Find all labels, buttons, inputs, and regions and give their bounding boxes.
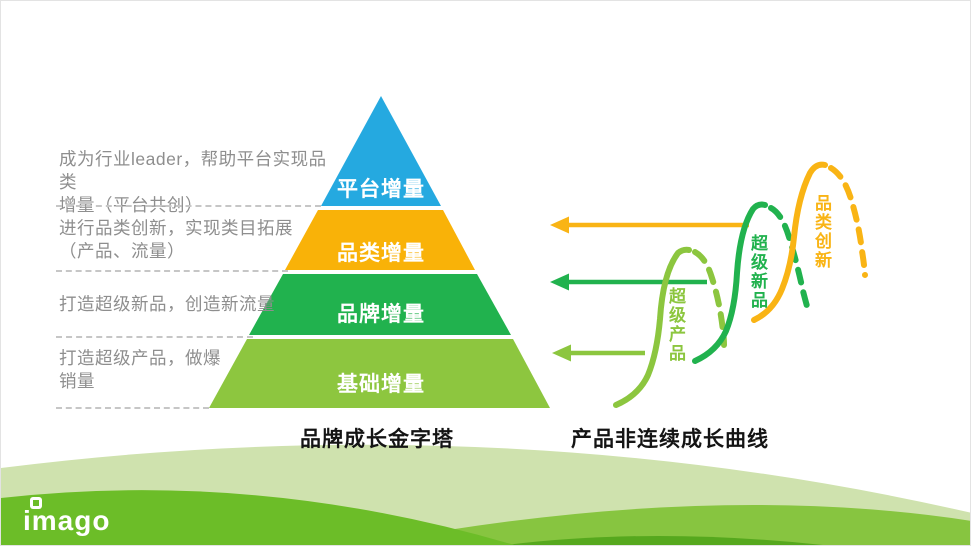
pyramid-label-category: 品类增量: [337, 241, 425, 265]
curve-label-super-product: 超级产品: [666, 287, 685, 363]
pyramid-caption: 品牌成长金字塔: [300, 428, 454, 451]
curve-label-super-new: 超级新品: [748, 234, 767, 310]
curve-label-category-innovation: 品类创新: [812, 194, 831, 270]
arrow-head-icon: [550, 273, 569, 291]
hill-overlap: [506, 536, 823, 545]
logo-square-icon: [30, 497, 42, 509]
divider-dashed-2: [56, 270, 288, 272]
note-line: 销量: [59, 371, 95, 391]
hill-left: [1, 490, 515, 545]
note-line: （产品、流量）: [59, 241, 185, 261]
curve-super-new-solid: [692, 201, 768, 364]
arrow-category-innovation: [550, 216, 749, 234]
note-line: 成为行业leader，帮助平台实现品类: [59, 149, 327, 192]
divider-dashed-1: [56, 205, 321, 207]
pyramid-label-base: 基础增量: [337, 372, 425, 396]
pyramid-tier-base: [209, 339, 550, 408]
arrow-head-icon: [550, 216, 569, 234]
curve-super-new-dashed: [768, 205, 812, 316]
note-base: 打造超级产品，做爆 销量: [59, 347, 329, 393]
note-category: 进行品类创新，实现类目拓展 （产品、流量）: [59, 217, 329, 263]
arrow-super-product: [552, 344, 645, 362]
pyramid-label-brand: 品牌增量: [337, 302, 425, 326]
logo-text: imago: [23, 505, 111, 536]
divider-dashed-4: [56, 407, 209, 409]
arrow-head-icon: [552, 344, 571, 362]
pyramid-tier-platform: [321, 96, 441, 206]
curve-category-innovation-dashed: [828, 165, 868, 278]
pyramid-tier-brand: [249, 274, 511, 335]
hill-right: [361, 504, 970, 545]
curve-super-product-dashed: [692, 249, 727, 348]
curve-category-innovation-solid: [751, 161, 828, 323]
note-line: 进行品类创新，实现类目拓展: [59, 218, 293, 238]
note-line: 打造超级新品，创造新流量: [59, 294, 275, 314]
note-line: 打造超级产品，做爆: [59, 348, 221, 368]
curves-caption: 产品非连续成长曲线: [571, 428, 769, 451]
divider-dashed-3: [56, 336, 253, 338]
note-brand: 打造超级新品，创造新流量: [59, 293, 329, 316]
pyramid-tier-category: [285, 210, 475, 270]
curve-super-product-solid: [613, 246, 692, 408]
pyramid-label-platform: 平台增量: [337, 177, 425, 201]
arrow-super-new-product: [550, 273, 707, 291]
